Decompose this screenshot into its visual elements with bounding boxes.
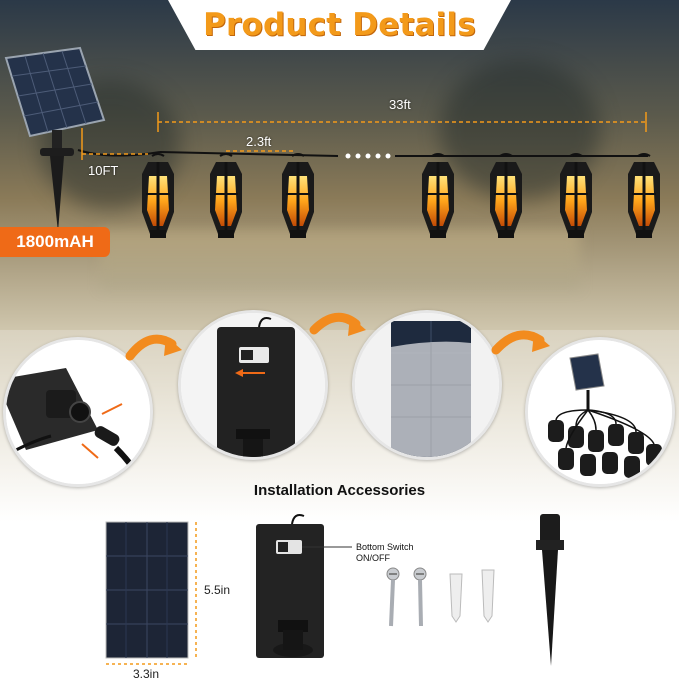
step-connect-cable (3, 337, 153, 487)
ground-stake (536, 514, 564, 666)
title-banner: Product Details (168, 0, 511, 50)
panel-width-label: 3.3in (133, 667, 160, 679)
battery-capacity: 1800mAH (16, 232, 94, 251)
panel-back (256, 514, 352, 658)
switch-label-line1: Bottom Switch (356, 542, 414, 552)
battery-badge: 1800mAH (0, 227, 110, 257)
switch-label-line2: ON/OFF (356, 553, 390, 563)
spacing-label: 2.3ft (246, 134, 272, 149)
wall-anchors (449, 569, 495, 623)
solar-panel (4, 46, 106, 232)
lead-cable-label: 10FT (88, 163, 119, 178)
panel-height-label: 5.5in (204, 583, 231, 597)
accessories-title: Installation Accessories (253, 482, 426, 499)
ellipsis-dots (345, 153, 391, 159)
product-coil-illustration (528, 340, 672, 484)
screws (386, 567, 427, 627)
solar-panel-front (105, 521, 189, 659)
string-light-scene (4, 46, 662, 240)
accessories-illustration (105, 514, 564, 666)
step-finished-product (525, 337, 675, 487)
total-length-label: 33ft (389, 97, 411, 112)
panel-dimension-lines (106, 522, 197, 665)
step-arrows (125, 312, 550, 361)
step-switch-on (178, 310, 328, 460)
dimension-lines (81, 112, 647, 160)
background-house (100, 230, 580, 290)
panel-film-illustration (355, 313, 499, 457)
step-remove-film (352, 310, 502, 460)
connector-illustration (6, 340, 150, 484)
lantern-row (140, 152, 662, 240)
panel-back-illustration (181, 313, 325, 457)
page-title: Product Details (203, 7, 476, 43)
